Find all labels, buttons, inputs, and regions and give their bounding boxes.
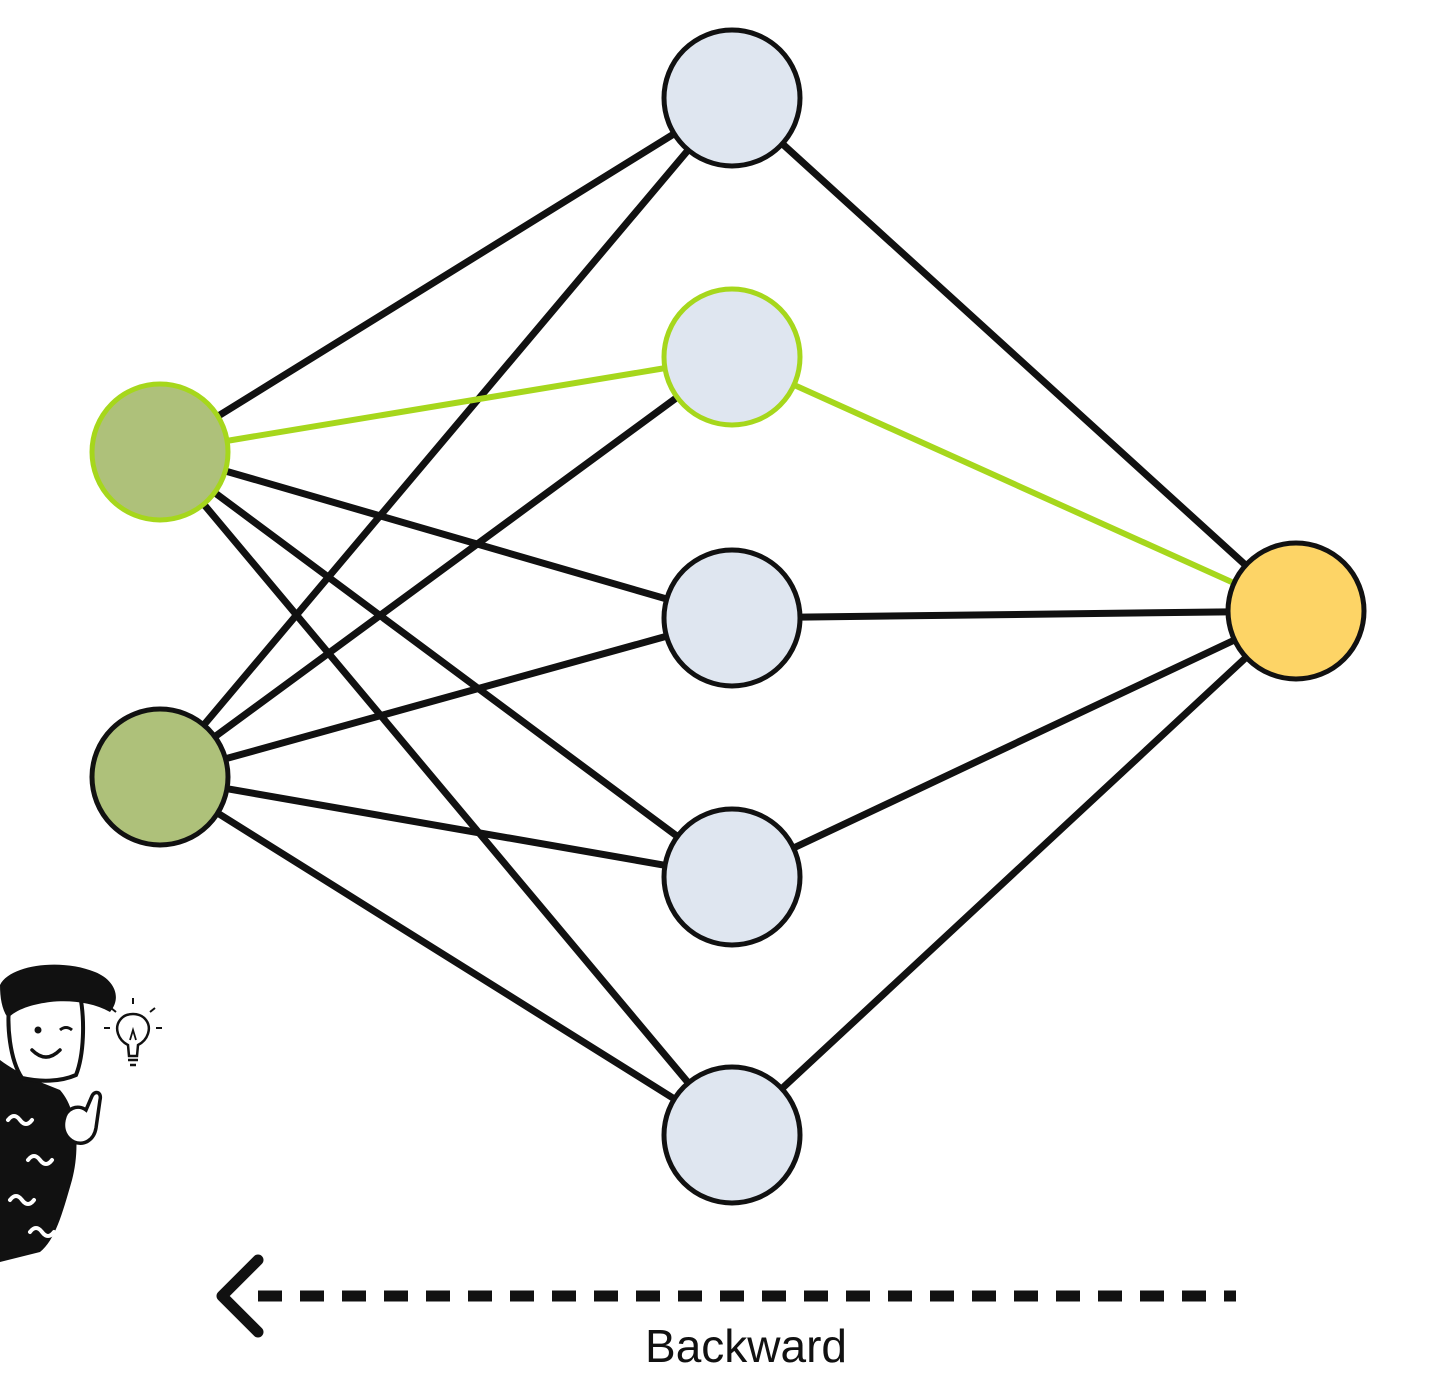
person-eye-right bbox=[59, 1026, 73, 1032]
highlighted-connection bbox=[791, 381, 1237, 587]
person-eye-left bbox=[34, 1026, 42, 1034]
connection-line bbox=[796, 608, 1232, 621]
backward-arrow bbox=[216, 1254, 1236, 1338]
person-smile bbox=[30, 1048, 62, 1059]
input-node-1 bbox=[89, 381, 231, 523]
connection-line bbox=[778, 140, 1250, 569]
connection-line bbox=[223, 785, 669, 869]
input-node-2 bbox=[89, 706, 231, 848]
hidden-node-2 bbox=[661, 286, 803, 428]
hidden-node-1 bbox=[661, 27, 803, 169]
hidden-node-3 bbox=[661, 547, 803, 689]
connection-line bbox=[200, 500, 692, 1087]
connection-line bbox=[221, 467, 671, 603]
connection-lines bbox=[200, 130, 1250, 1103]
connection-line bbox=[200, 146, 692, 729]
connection-line bbox=[214, 130, 678, 420]
connection-line bbox=[778, 653, 1250, 1093]
lightbulb-icon bbox=[104, 998, 162, 1067]
sweater-pattern bbox=[6, 1114, 56, 1238]
left-arrow-icon bbox=[216, 1254, 264, 1338]
person-body bbox=[0, 1060, 77, 1262]
highlighted-connection bbox=[224, 365, 668, 444]
person-hand bbox=[61, 1090, 103, 1145]
person-hair bbox=[0, 964, 116, 1018]
neuron-nodes bbox=[89, 27, 1367, 1206]
backward-label: Backward bbox=[645, 1320, 847, 1372]
hidden-node-5 bbox=[661, 1064, 803, 1206]
connection-line bbox=[211, 393, 681, 741]
connection-line bbox=[222, 632, 670, 763]
connection-line bbox=[790, 636, 1238, 852]
person-with-lightbulb-icon bbox=[0, 964, 162, 1262]
hidden-node-4 bbox=[661, 806, 803, 948]
connection-line bbox=[211, 489, 681, 840]
output-node-1 bbox=[1225, 540, 1367, 682]
connection-line bbox=[214, 809, 678, 1103]
